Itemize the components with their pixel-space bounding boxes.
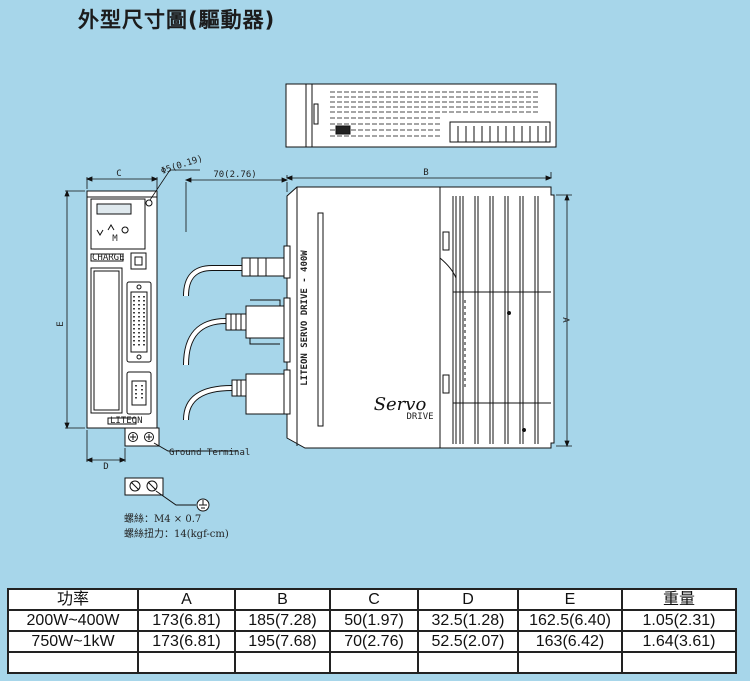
screw-note-torque: 螺絲扭力：14(kgf-cm) [124, 527, 229, 540]
table-cell: 163(6.42) [517, 630, 623, 653]
dim-d-label: D [103, 462, 108, 472]
table-cell: 195(7.68) [234, 630, 331, 653]
table-cell: 750W~1kW [7, 630, 139, 653]
side-vertical-label: LITEON SERVO DRIVE - 400W [300, 250, 310, 386]
table-row-empty [7, 651, 737, 674]
dim-b-label: B [423, 168, 428, 178]
brand-label: LITEON [110, 416, 143, 426]
dim-a-label: A [560, 317, 570, 323]
header-b: B [234, 588, 331, 611]
table-cell: 1.64(3.61) [621, 630, 737, 653]
front-view: M [86, 190, 238, 452]
table-cell [517, 651, 623, 674]
table-cell: 173(6.81) [137, 630, 236, 653]
header-d: D [417, 588, 519, 611]
dim-e-label: E [56, 321, 66, 326]
header-c: C [329, 588, 419, 611]
page-title: 外型尺寸圖(驅動器) [78, 8, 276, 32]
top-vent-slots [330, 91, 540, 137]
side-dimensions [184, 172, 572, 448]
table-header-row: 功率 A B C D E 重量 [7, 588, 737, 611]
charge-label: CHARGE [92, 253, 125, 263]
top-view [285, 83, 557, 148]
front-dimensions [64, 169, 200, 463]
table-cell [621, 651, 737, 674]
table-cell [329, 651, 419, 674]
ground-terminal-label: Ground Terminal [169, 448, 250, 458]
dim-c-label: C [116, 169, 121, 179]
header-e: E [517, 588, 623, 611]
side-view [183, 186, 555, 449]
servo-logo-sub: DRIVE [406, 412, 433, 422]
drive-dimension-drawing: M C Φ5(0.19) E D [56, 83, 572, 540]
table-cell: 32.5(1.28) [417, 609, 519, 632]
table-cell: 52.5(2.07) [417, 630, 519, 653]
table-cell [7, 651, 139, 674]
table-cell: 50(1.97) [329, 609, 419, 632]
table-row: 750W~1kW 173(6.81) 195(7.68) 70(2.76) 52… [7, 630, 737, 653]
table-cell [137, 651, 236, 674]
header-weight: 重量 [621, 588, 737, 611]
header-power: 功率 [7, 588, 139, 611]
table-cell [417, 651, 519, 674]
screw-detail [124, 477, 210, 512]
table-cell: 173(6.81) [137, 609, 236, 632]
table-cell: 70(2.76) [329, 630, 419, 653]
table-cell: 1.05(2.31) [621, 609, 737, 632]
table-cell [234, 651, 331, 674]
hole-dim-label: Φ5(0.19) [160, 154, 204, 177]
dimension-table: 功率 A B C D E 重量 200W~400W 173(6.81) 185(… [7, 588, 737, 674]
table-cell: 185(7.28) [234, 609, 331, 632]
servo-logo: Servo [374, 394, 427, 415]
table-cell: 200W~400W [7, 609, 139, 632]
screw-note-spec: 螺絲：M4 × 0.7 [124, 512, 201, 525]
svg-text:M: M [112, 234, 118, 244]
dim-70-label: 70(2.76) [213, 170, 256, 180]
table-row: 200W~400W 173(6.81) 185(7.28) 50(1.97) 3… [7, 609, 737, 632]
table-cell: 162.5(6.40) [517, 609, 623, 632]
header-a: A [137, 588, 236, 611]
